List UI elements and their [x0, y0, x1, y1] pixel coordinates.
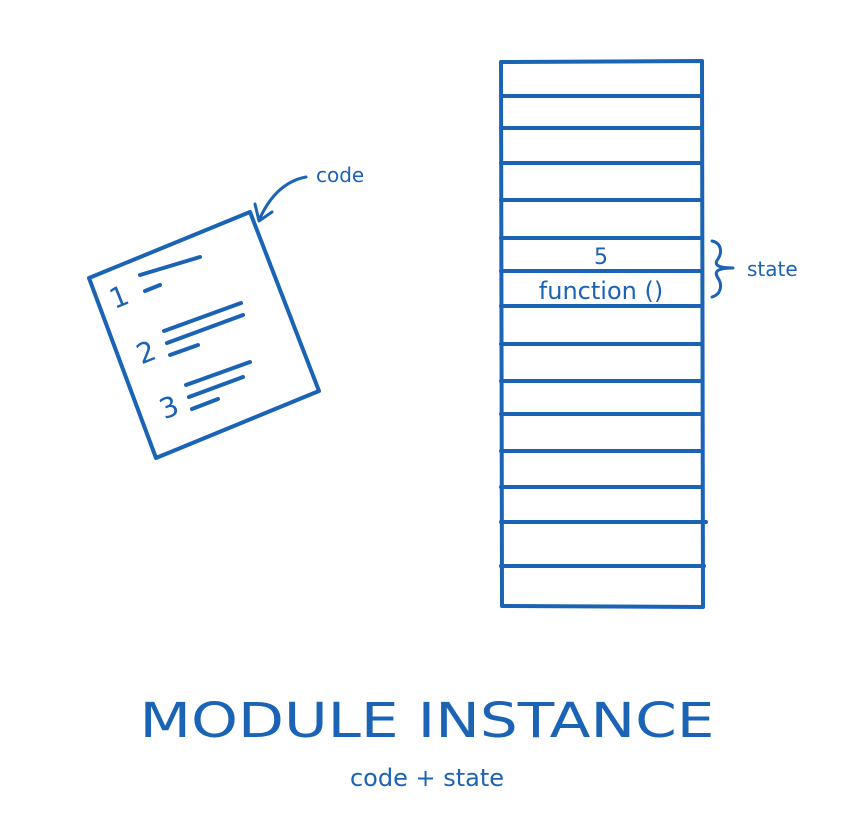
code-page-number-1: 1: [105, 278, 134, 315]
code-annotation: code: [253, 163, 364, 223]
memory-cell-function: function (): [539, 277, 663, 305]
memory-outline: [499, 59, 705, 609]
code-page-item-2: 2: [132, 301, 245, 371]
code-page-sheet: [87, 210, 321, 460]
code-page: 1 2 3: [87, 210, 321, 460]
code-line: [190, 397, 220, 411]
code-line: [143, 283, 162, 293]
curly-brace-icon: [710, 239, 735, 299]
code-line: [165, 313, 245, 345]
state-annotation: state: [710, 239, 798, 299]
code-line: [168, 343, 200, 357]
memory-dividers: [499, 94, 708, 568]
code-line: [162, 301, 243, 333]
state-label: state: [747, 257, 798, 281]
curved-arrow-icon: [258, 175, 308, 220]
code-label: code: [316, 163, 364, 187]
memory-stack: 5 function (): [499, 59, 708, 609]
code-page-number-2: 2: [132, 334, 161, 371]
diagram-title: MODULE INSTANCE: [140, 693, 715, 749]
code-line: [184, 360, 252, 387]
arrow-head: [253, 202, 274, 223]
code-page-number-3: 3: [155, 389, 184, 426]
code-line: [138, 255, 202, 277]
diagram-subtitle: code + state: [350, 764, 504, 792]
caption: MODULE INSTANCE code + state: [140, 693, 715, 792]
code-line: [187, 375, 245, 399]
code-page-item-3: 3: [155, 360, 252, 426]
memory-cell-value: 5: [594, 245, 608, 270]
